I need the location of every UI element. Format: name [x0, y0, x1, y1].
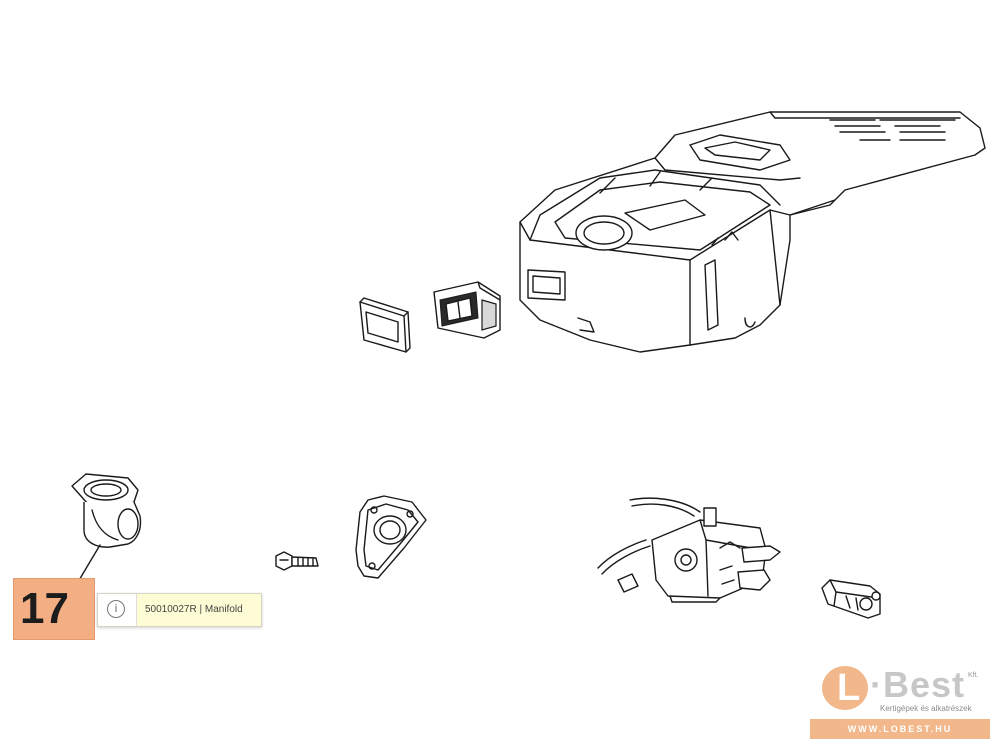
connector-part[interactable]: [821, 579, 881, 619]
part-number-label: 17: [20, 584, 69, 633]
logo-wordmark: ·Best: [870, 664, 966, 705]
switch-cover-part[interactable]: [359, 297, 411, 353]
screw-part[interactable]: [275, 551, 319, 571]
logo-url-bar: WWW.LOBEST.HU: [810, 719, 990, 739]
logo-url: WWW.LOBEST.HU: [847, 724, 953, 734]
carburetor-part[interactable]: [597, 497, 781, 603]
manifold-part[interactable]: [71, 473, 142, 593]
part-number-callout[interactable]: 17: [13, 578, 95, 640]
lobest-logo: L ·Best Kft. Kertigépek és alkatrészek W…: [808, 662, 992, 742]
part-tooltip[interactable]: i 50010027R | Manifold: [97, 593, 262, 627]
gasket-flange-part[interactable]: [355, 495, 427, 579]
logo-circle: [822, 666, 868, 710]
info-icon[interactable]: i: [107, 600, 125, 618]
logo-suffix: Kft.: [968, 672, 979, 679]
logo-tagline: Kertigépek és alkatrészek: [880, 704, 972, 713]
tooltip-text: 50010027R | Manifold: [145, 604, 243, 615]
rocker-switch-part[interactable]: [433, 281, 501, 339]
logo-letter: L: [837, 667, 861, 709]
tooltip-icon-cell: i: [98, 594, 137, 626]
engine-cover-part[interactable]: [519, 111, 986, 353]
